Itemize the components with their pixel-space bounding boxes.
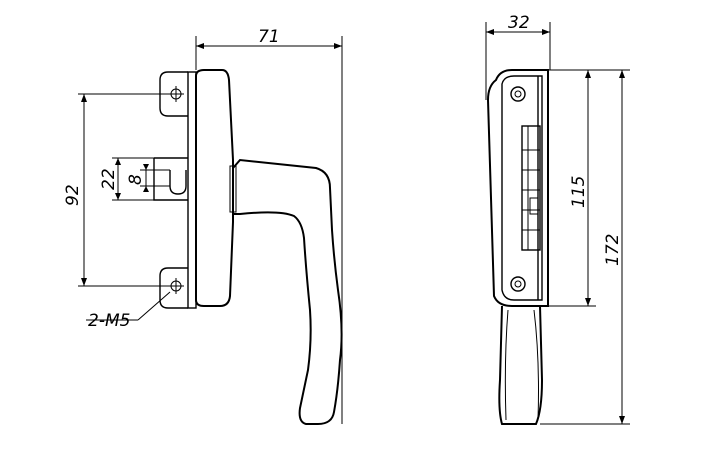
side-view (486, 69, 552, 425)
side-top-screw-icon (510, 86, 526, 102)
side-bottom-screw-icon (510, 276, 526, 292)
top-screw-hole-icon (168, 86, 184, 102)
dim-slot-width-8: 8 (126, 174, 146, 185)
side-view-dimensions: 32 115 172 (485, 13, 630, 425)
dim-depth-32: 32 (508, 13, 530, 33)
spindle-slot (153, 157, 188, 201)
dim-width-71: 71 (258, 27, 280, 47)
dim-slot-height-22: 22 (99, 168, 119, 190)
bottom-mounting-tab (159, 267, 188, 309)
side-handle-grip (498, 305, 544, 425)
spindle-mechanism (521, 125, 541, 251)
front-view-dimensions: 71 92 22 8 2-M5 (63, 27, 343, 424)
dim-body-height-115: 115 (569, 176, 589, 208)
base-plate-back (187, 71, 197, 309)
front-view (153, 69, 343, 425)
screw-note-2-m5: 2-M5 (88, 311, 130, 331)
dim-hole-spacing-92: 92 (63, 184, 83, 206)
handle-root-ridge (229, 165, 237, 213)
base-plate-body (195, 69, 234, 307)
handle-lever (232, 158, 343, 425)
dim-total-height-172: 172 (603, 234, 623, 266)
bottom-screw-hole-icon (168, 278, 184, 294)
side-body-inner (501, 75, 543, 301)
side-body-outline (486, 69, 549, 307)
